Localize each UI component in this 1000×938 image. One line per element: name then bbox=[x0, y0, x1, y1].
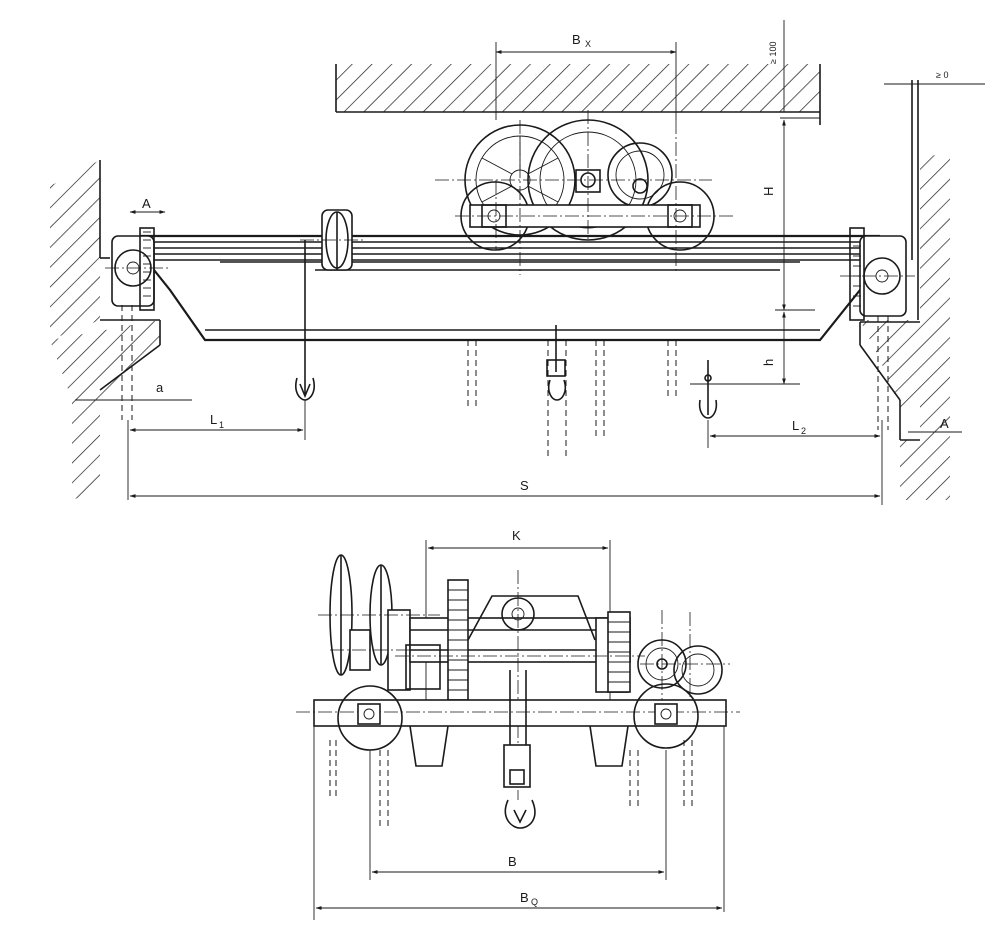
left-wall bbox=[50, 160, 161, 500]
dimension-s: S bbox=[129, 478, 881, 498]
bx-subscript: X bbox=[585, 39, 591, 49]
dimension-l1: L 1 bbox=[127, 400, 306, 500]
bx-label: B bbox=[572, 32, 581, 47]
clearance-top-label: ≥ 100 bbox=[768, 42, 778, 64]
trolley-assembly bbox=[435, 110, 735, 275]
dimension-a-right: A bbox=[908, 416, 962, 433]
right-end-carriage bbox=[840, 227, 915, 430]
l2-label: L bbox=[792, 418, 799, 433]
dimension-h-upper: H bbox=[761, 117, 820, 311]
dimension-h-lower: h bbox=[690, 311, 800, 385]
dimension-a-small: a bbox=[75, 380, 192, 401]
h-upper-label: H bbox=[761, 187, 776, 196]
a-small-label: a bbox=[156, 380, 164, 395]
rope-sheave-block bbox=[300, 209, 365, 271]
a-upper-label: A bbox=[142, 196, 151, 211]
bq-subscript: Q bbox=[531, 897, 538, 907]
dimension-clearance-side: ≥ 0 bbox=[884, 70, 985, 85]
ceiling-structure bbox=[335, 64, 821, 125]
side-elevation-view: K bbox=[296, 528, 740, 920]
h-lower-label: h bbox=[761, 359, 776, 366]
s-label: S bbox=[520, 478, 529, 493]
l1-subscript: 1 bbox=[219, 420, 224, 430]
b-label: B bbox=[508, 854, 517, 869]
hook-block bbox=[503, 670, 536, 829]
bq-label: B bbox=[520, 890, 529, 905]
trolley-frame bbox=[296, 683, 740, 830]
hoist-drum-assembly bbox=[395, 570, 645, 800]
dimension-bq: B Q bbox=[313, 726, 725, 920]
l2-subscript: 2 bbox=[801, 426, 806, 436]
dimension-a-upper: A bbox=[129, 196, 166, 214]
l1-label: L bbox=[210, 412, 217, 427]
clearance-side-label: ≥ 0 bbox=[936, 70, 948, 80]
dimension-bx: B X bbox=[495, 32, 677, 120]
a-right-label: A bbox=[940, 416, 949, 431]
dimension-clearance-top: ≥ 100 bbox=[768, 20, 785, 112]
front-elevation-view: B X ≥ 100 ≥ 0 H h A A bbox=[50, 20, 985, 505]
motor-right bbox=[637, 610, 730, 700]
hook-positions bbox=[295, 240, 718, 460]
right-wall bbox=[859, 80, 950, 500]
k-label: K bbox=[512, 528, 521, 543]
dimension-l2: L 2 bbox=[707, 418, 883, 505]
dimension-b: B bbox=[369, 750, 667, 880]
left-end-carriage bbox=[105, 227, 170, 420]
main-girder bbox=[140, 234, 881, 342]
